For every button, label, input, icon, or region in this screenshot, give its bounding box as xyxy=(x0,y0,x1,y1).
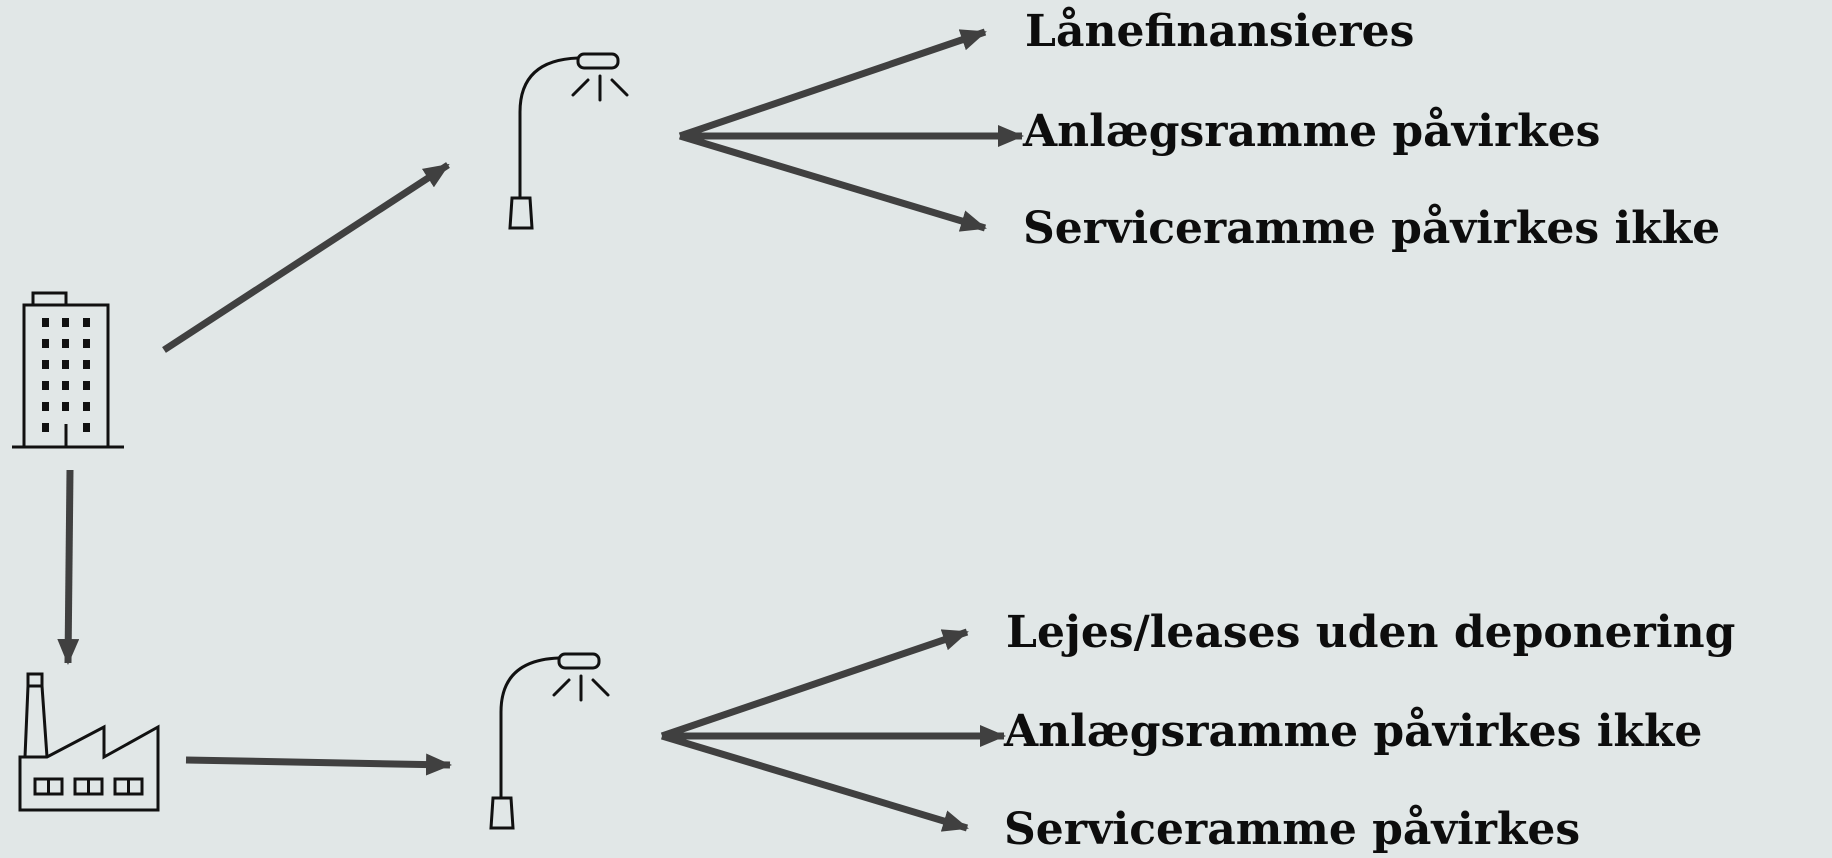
outcome-label-service-frame-not-affected: Serviceramme påvirkes ikke xyxy=(1023,203,1721,254)
outcome-label-service-frame-affected: Serviceramme påvirkes xyxy=(1004,804,1581,855)
arrow-building-to-lamp-top xyxy=(162,162,450,353)
arrow-top-outcome-1 xyxy=(678,28,987,140)
arrow-top-outcome-3 xyxy=(678,132,987,232)
factory-icon xyxy=(18,672,160,812)
street-lamp-icon-top xyxy=(508,52,629,230)
outcome-label-capital-frame-not-affected: Anlægsramme påvirkes ikke xyxy=(1004,706,1703,757)
street-lamp-icon-bottom xyxy=(489,652,610,830)
arrow-bottom-outcome-3 xyxy=(660,732,969,832)
arrow-bottom-outcome-1 xyxy=(660,628,969,740)
outcome-label-capital-frame-affected: Anlægsramme påvirkes xyxy=(1023,106,1601,157)
outcome-label-leased-without-deposit: Lejes/leases uden deponering xyxy=(1006,607,1736,658)
arrow-building-to-factory xyxy=(57,469,80,665)
arrow-factory-to-lamp-bottom xyxy=(185,753,452,776)
office-building-icon xyxy=(12,291,124,449)
outcome-label-loan-financed: Lånefinansieres xyxy=(1025,6,1415,57)
